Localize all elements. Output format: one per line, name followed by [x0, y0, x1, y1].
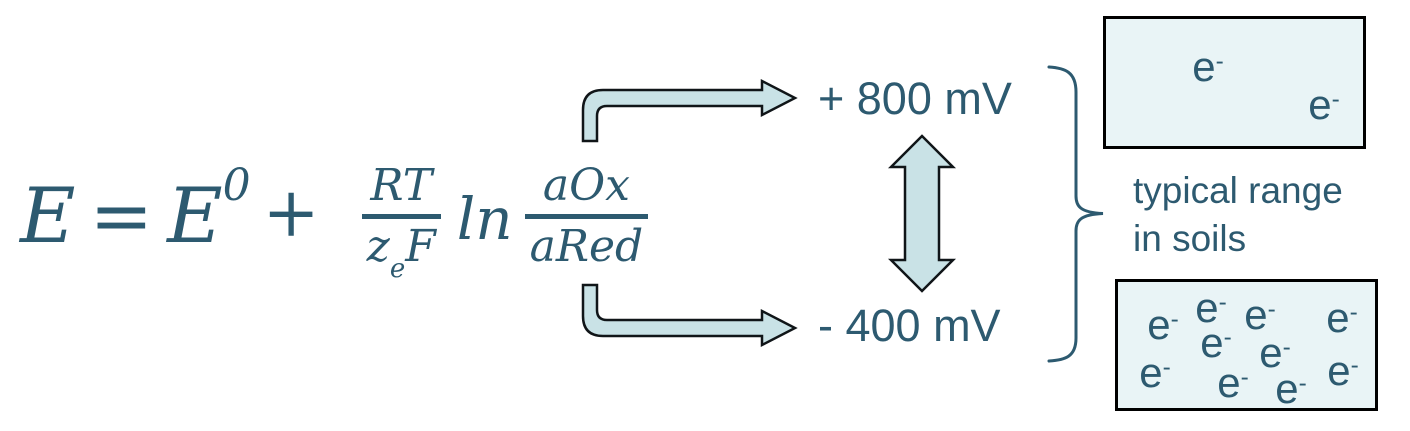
electron-symbol: e-	[1327, 347, 1359, 394]
reduced-electron-box: e-e-e-e-e-e-e-e-e-e-	[1115, 279, 1378, 411]
fraction-numerator: aOx	[542, 160, 630, 212]
standard-potential-superscript: 0	[222, 160, 251, 211]
elbow-arrow-up-right-icon	[581, 78, 798, 143]
standard-potential-base: E	[167, 171, 223, 260]
annotation-line-2: in soils	[1133, 218, 1247, 259]
electron-symbol: e-	[1192, 43, 1224, 90]
equation-fraction-rt-zef: RT zeF	[361, 160, 441, 282]
electron-symbol: e-	[1326, 294, 1358, 341]
electron-symbol: e-	[1275, 365, 1307, 412]
equation-plus-sign: +	[262, 174, 320, 253]
electron-symbol: e-	[1308, 81, 1340, 128]
electron-symbol: e-	[1200, 319, 1232, 366]
electron-symbol: e-	[1147, 301, 1179, 348]
fraction-denominator: zeF	[361, 213, 441, 282]
electron-symbol: e-	[1217, 359, 1249, 406]
double-headed-vertical-arrow-icon	[887, 134, 957, 293]
annotation-line-1: typical range	[1133, 170, 1343, 211]
denominator-tail: F	[405, 220, 436, 272]
equation-lhs: E	[20, 171, 76, 260]
oxidized-electron-box: e-e-	[1103, 16, 1366, 149]
elbow-arrow-down-right-icon	[581, 283, 798, 348]
high-potential-label: + 800 mV	[818, 73, 1012, 124]
fraction-numerator: RT	[370, 160, 433, 212]
electron-symbol: e-	[1139, 349, 1171, 396]
electron-symbol: e-	[1259, 329, 1291, 376]
denominator-base: z	[366, 220, 390, 272]
fraction-denominator: aRed	[524, 213, 649, 271]
equation-fraction-aox-ared: aOx aRed	[524, 160, 649, 271]
nernst-equation: E = E0 + RT zeF ln aOx aRed	[20, 144, 649, 288]
equation-ln-operator: ln	[456, 185, 513, 253]
electron-symbol: e-	[1195, 284, 1227, 331]
equation-equals-sign: =	[89, 171, 154, 260]
typical-range-annotation: typical range in soils	[1133, 167, 1343, 263]
curly-brace-icon	[1047, 65, 1104, 363]
denominator-subscript: e	[389, 253, 406, 284]
electron-symbol: e-	[1244, 291, 1276, 338]
equation-standard-potential: E0	[167, 164, 250, 254]
low-potential-label: - 400 mV	[818, 300, 1001, 351]
